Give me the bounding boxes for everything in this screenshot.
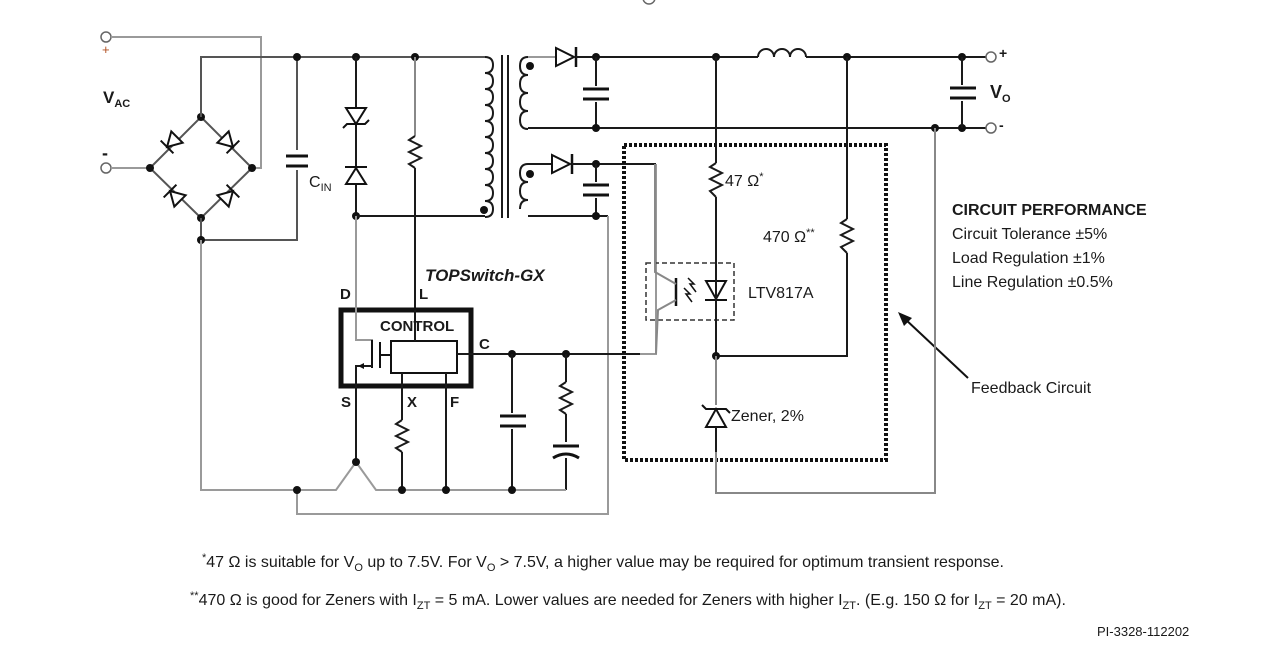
r470-value: 470 Ω: [763, 229, 807, 246]
note1-text-b: up to 7.5V. For V: [362, 554, 487, 571]
note2-text-c: . (E.g. 150 Ω for I: [855, 592, 979, 609]
ic-name-label: TOPSwitch-GX: [425, 266, 545, 285]
r47-mark: *: [759, 171, 764, 183]
r470-label: 470 Ω**: [763, 227, 815, 247]
pin-l-label: L: [419, 286, 429, 303]
zener-label: Zener, 2%: [731, 408, 804, 425]
pin-f-label: F: [450, 394, 460, 411]
vo-sub: O: [1002, 93, 1011, 105]
ac-plus-terminal: [100, 31, 112, 43]
control-pin-network: [500, 350, 580, 490]
resistor-470-ohm: [716, 57, 856, 357]
vo-plus-terminal: [985, 51, 997, 63]
x-pin-resistor: [393, 419, 411, 490]
vac-main: V: [103, 88, 115, 107]
pin-s-label: S: [341, 394, 352, 411]
hv-rail: [197, 53, 485, 244]
note1-mark: *: [202, 552, 207, 564]
footnote-2: **470 Ω is good for Zeners with IZT = 5 …: [190, 582, 1066, 620]
pin-x-label: X: [407, 394, 418, 411]
vo-minus-label: -: [999, 117, 1004, 133]
footnotes: *47 Ω is suitable for VO up to 7.5V. For…: [190, 544, 1066, 620]
note1-sub1: O: [354, 562, 363, 574]
resistor-47-ohm: [707, 57, 725, 276]
r47-label: 47 Ω*: [725, 171, 763, 191]
cin-main: C: [309, 174, 321, 191]
note1-text-c: > 7.5V, a higher value may be required f…: [495, 554, 1004, 571]
bridge-rectifier: [146, 113, 256, 222]
pin-d-label: D: [340, 286, 351, 303]
circuit-performance: CIRCUIT PERFORMANCE Circuit Tolerance ±5…: [952, 199, 1147, 295]
ac-plus-label: +: [102, 42, 110, 57]
input-capacitor: [286, 150, 308, 170]
clamp-circuit: [342, 57, 370, 220]
cin-sub: IN: [320, 182, 332, 194]
vo-plus-label: +: [999, 45, 1008, 61]
vac-sub: AC: [114, 98, 131, 110]
note2-text-d: = 20 mA).: [991, 592, 1066, 609]
control-label: CONTROL: [380, 318, 455, 335]
pin-c-label: C: [479, 336, 490, 353]
topswitch-ic: [338, 216, 640, 490]
zener-diode: [701, 128, 936, 494]
ac-minus-terminal: [100, 162, 112, 174]
cin-label: CIN: [309, 174, 332, 194]
primary-return: [356, 206, 488, 217]
feedback-arrow: [898, 312, 969, 379]
r470-mark: **: [806, 227, 815, 239]
feedback-circuit-label: Feedback Circuit: [971, 380, 1092, 397]
performance-item: Circuit Tolerance ±5%: [952, 226, 1108, 243]
figure-id: PI-3328-112202: [1097, 624, 1190, 639]
note2-sub2: ZT: [842, 600, 856, 612]
note1-sub2: O: [486, 562, 496, 574]
note2-mark: **: [190, 590, 199, 602]
note2-text-a: 470 Ω is good for Zeners with I: [198, 592, 417, 609]
vac-label: VAC: [103, 88, 130, 110]
feedback-circuit-box: [622, 143, 888, 462]
top-terminal: [642, 0, 656, 5]
performance-item: Load Regulation ±1%: [952, 250, 1105, 267]
line-sense-resistor: [406, 57, 424, 310]
optocoupler-label: LTV817A: [748, 285, 814, 302]
note2-text-b: = 5 mA. Lower values are needed for Zene…: [430, 592, 843, 609]
output-secondary: [528, 46, 990, 132]
performance-title: CIRCUIT PERFORMANCE: [952, 202, 1147, 219]
vo-label: VO: [990, 82, 1011, 105]
note2-sub3: ZT: [978, 600, 992, 612]
note2-sub1: ZT: [416, 600, 431, 612]
note1-text-a: 47 Ω is suitable for V: [206, 554, 355, 571]
vo-main: V: [990, 82, 1003, 102]
performance-item: Line Regulation ±0.5%: [952, 274, 1113, 291]
optocoupler: [645, 164, 735, 360]
transformer: [484, 55, 534, 218]
r47-value: 47 Ω: [725, 173, 760, 190]
ac-minus-label: -: [102, 143, 108, 163]
vo-minus-terminal: [985, 122, 997, 134]
ac-input-wires: [111, 36, 262, 169]
footnote-1: *47 Ω is suitable for VO up to 7.5V. For…: [190, 544, 1066, 582]
primary-ground: [200, 240, 566, 494]
